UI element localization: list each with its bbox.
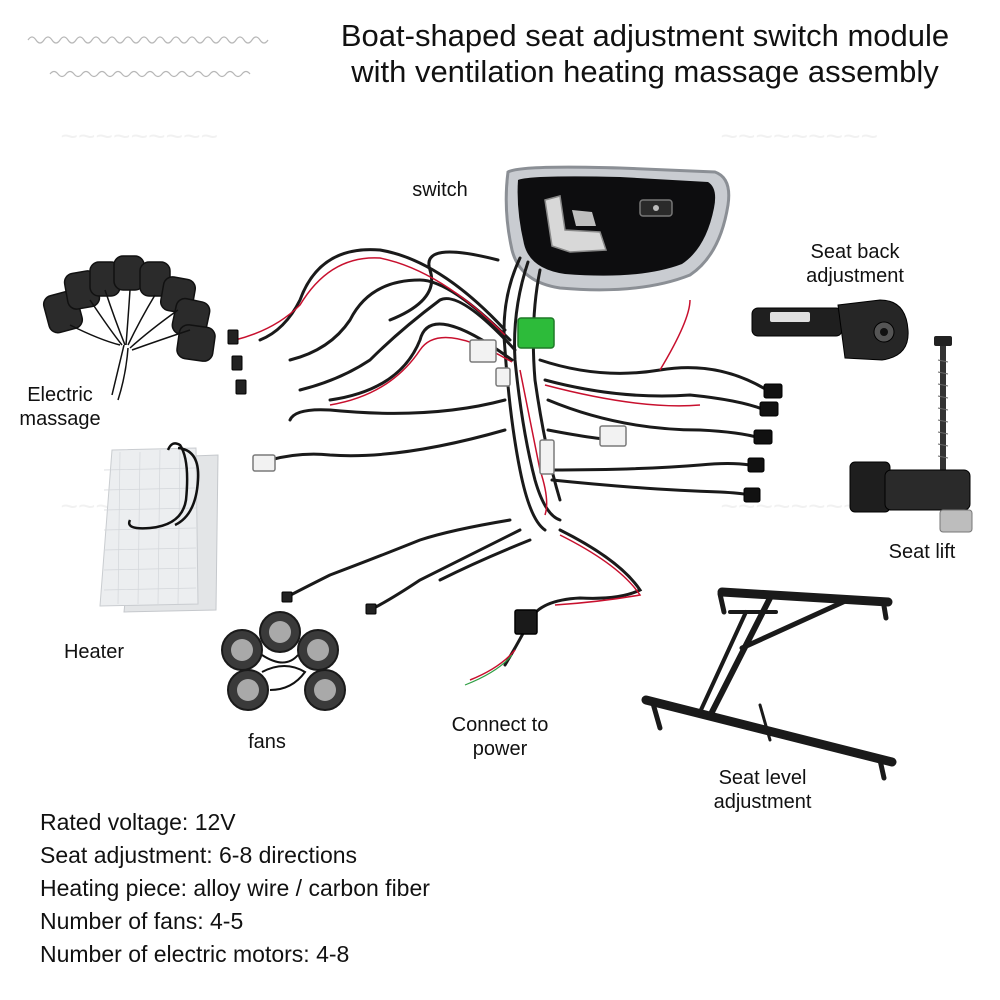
label-connect-to-power: Connect to power xyxy=(451,714,549,760)
page-title: Boat-shaped seat adjustment switch modul… xyxy=(290,18,1000,90)
spec-seat-adjustment: Seat adjustment: 6-8 directions xyxy=(40,842,358,868)
green-connector xyxy=(517,317,555,349)
heater-pads xyxy=(99,442,219,613)
spec-heating-piece: Heating piece: alloy wire / carbon fiber xyxy=(40,875,430,901)
title-line-1: Boat-shaped seat adjustment switch modul… xyxy=(340,18,950,53)
spec-list: Rated voltage: 12V Seat adjustment: 6-8 … xyxy=(40,806,430,971)
seat-level-rail xyxy=(641,587,897,781)
label-seat-back-adjustment: Seat back adjustment xyxy=(806,241,904,287)
ventilation-fans xyxy=(221,611,346,711)
wiring-green-traces xyxy=(464,654,513,686)
label-seat-level-adjustment: Seat level adjustment xyxy=(713,767,812,813)
wiring-red-traces xyxy=(234,257,701,681)
label-fans: fans xyxy=(248,731,286,753)
watermark: ~~~~~~~~~ xyxy=(60,120,218,153)
seat-back-motor xyxy=(751,299,909,361)
spec-number-of-motors: Number of electric motors: 4-8 xyxy=(40,941,350,967)
label-heater: Heater xyxy=(63,641,125,663)
spec-number-of-fans: Number of fans: 4-5 xyxy=(40,908,244,934)
label-switch: switch xyxy=(412,179,468,201)
seat-switch xyxy=(504,165,731,292)
spec-rated-voltage: Rated voltage: 12V xyxy=(40,809,236,835)
harness-connectors xyxy=(252,339,627,635)
label-seat-lift: Seat lift xyxy=(888,541,956,563)
harness-plugs-right xyxy=(743,383,783,503)
wiring-harness xyxy=(258,248,772,667)
title-line-2: with ventilation heating massage assembl… xyxy=(351,54,939,89)
label-electric-massage: Electric massage xyxy=(19,384,101,430)
seat-lift-motor xyxy=(849,336,973,533)
massage-pads xyxy=(42,255,216,401)
harness-plugs-left xyxy=(227,329,377,615)
watermark: ~~~~~~~~~ xyxy=(720,120,878,153)
